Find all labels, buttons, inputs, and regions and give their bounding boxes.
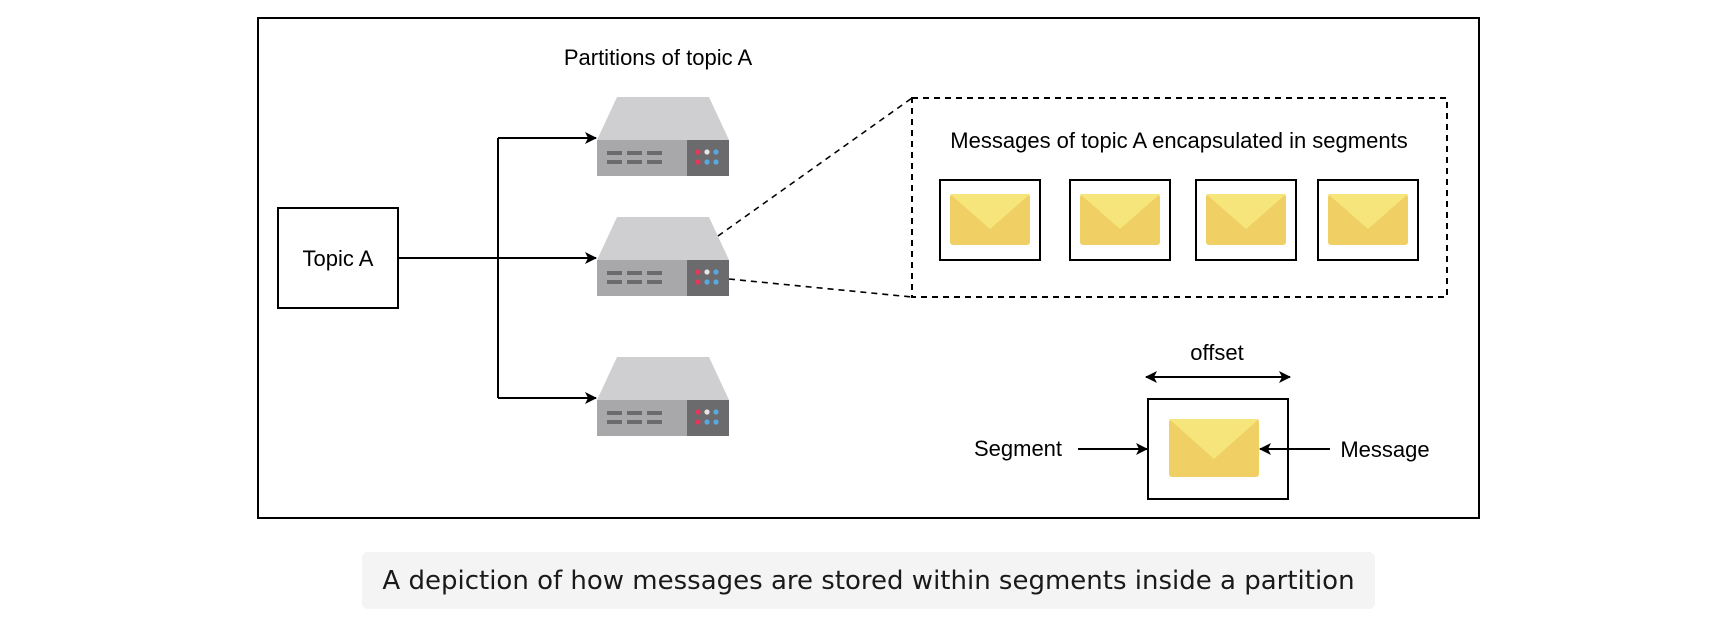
server-vents	[607, 411, 662, 424]
zoom-line-bottom	[728, 278, 913, 298]
segment-box	[1317, 179, 1419, 261]
server-leds	[695, 409, 719, 425]
server-panel	[687, 400, 729, 436]
partition-server-icon	[597, 97, 729, 176]
topic-to-partition-connectors	[398, 132, 597, 404]
offset-label: offset	[1190, 340, 1243, 365]
topic-node: Topic A	[277, 207, 399, 309]
partition-server-icon	[597, 217, 729, 296]
legend: offset Segment Message	[974, 340, 1430, 500]
topic-box	[277, 207, 399, 309]
segments-panel-border	[911, 97, 1448, 298]
partitions-title: Partitions of topic A	[564, 45, 753, 70]
partition-server-icon	[597, 357, 729, 436]
server-top	[597, 97, 729, 140]
server-top	[597, 357, 729, 400]
envelope-icon	[1206, 194, 1286, 245]
message-label: Message	[1340, 437, 1429, 462]
zoom-line-top	[717, 97, 913, 237]
segment-box	[1195, 179, 1297, 261]
envelope-icon	[1328, 194, 1408, 245]
segment-box	[939, 179, 1041, 261]
envelope-icon	[950, 194, 1030, 245]
segments-panel: Messages of topic A encapsulated in segm…	[911, 97, 1448, 298]
server-top	[597, 217, 729, 260]
zoom-lines	[717, 97, 913, 298]
topic-label: Topic A	[303, 246, 374, 271]
legend-envelope-icon	[1169, 419, 1259, 477]
segment-box	[1069, 179, 1171, 261]
server-panel	[687, 260, 729, 296]
diagram-frame	[257, 17, 1480, 519]
server-vents	[607, 271, 662, 284]
envelope-icon	[1080, 194, 1160, 245]
server-leds	[695, 149, 719, 165]
server-vents	[607, 151, 662, 164]
segment-label: Segment	[974, 436, 1062, 461]
figure-caption: A depiction of how messages are stored w…	[362, 552, 1375, 609]
server-leds	[695, 269, 719, 285]
segments-title: Messages of topic A encapsulated in segm…	[950, 128, 1407, 153]
server-panel	[687, 140, 729, 176]
